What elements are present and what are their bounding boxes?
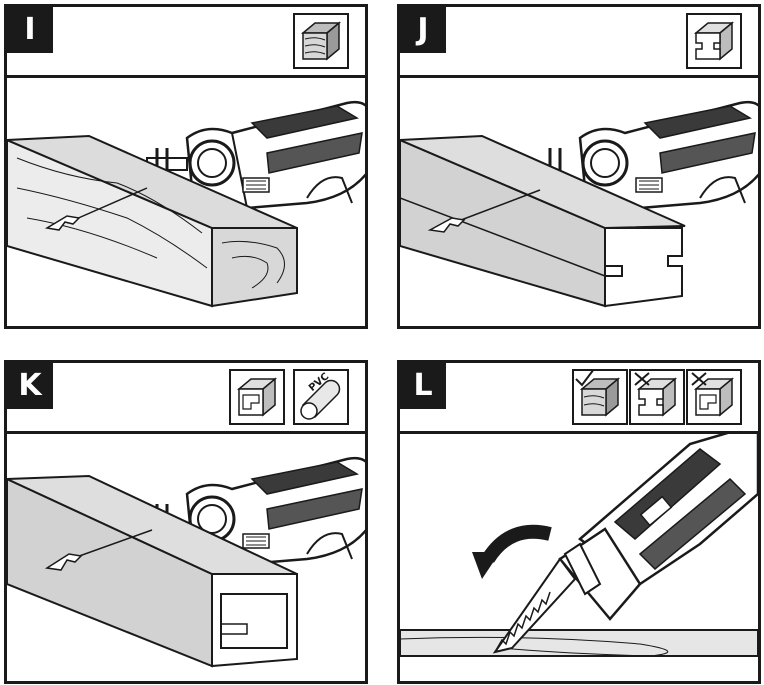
scene-l — [400, 434, 758, 681]
cross-icon — [691, 372, 707, 386]
rotation-arrow — [472, 524, 552, 579]
scene-k — [7, 434, 365, 681]
panel-label-j: J — [400, 7, 446, 53]
scene-i — [7, 78, 365, 326]
checkmark-icon — [575, 371, 594, 387]
metal-profile-icon — [686, 13, 742, 69]
panel-l-header: L — [400, 363, 758, 434]
metal-profile-bar — [400, 134, 686, 308]
pvc-pipe-icon: PVC — [293, 369, 349, 425]
profile-not-allowed-icon — [629, 369, 685, 425]
scene-j — [400, 78, 758, 326]
saw-blade — [492, 557, 577, 654]
reciprocating-saw-tilted — [492, 434, 758, 654]
panel-j: J — [397, 4, 761, 329]
flush-surface — [400, 629, 758, 657]
rectangular-tube — [7, 474, 298, 668]
panel-label-l: L — [400, 363, 446, 409]
panel-j-header: J — [400, 7, 758, 78]
panel-label-k: K — [7, 363, 53, 409]
tube-not-allowed-icon — [686, 369, 742, 425]
panel-k: K PVC — [4, 360, 368, 684]
wood-allowed-icon — [572, 369, 628, 425]
panel-i-header: I — [7, 7, 365, 78]
cross-icon — [634, 372, 650, 386]
panel-k-header: K PVC — [7, 363, 365, 434]
metal-profile-icon — [229, 369, 285, 425]
wood-material-icon — [293, 13, 349, 69]
panel-label-i: I — [7, 7, 53, 53]
panel-l: L — [397, 360, 761, 684]
panel-i: I — [4, 4, 368, 329]
wood-beam — [7, 134, 298, 310]
